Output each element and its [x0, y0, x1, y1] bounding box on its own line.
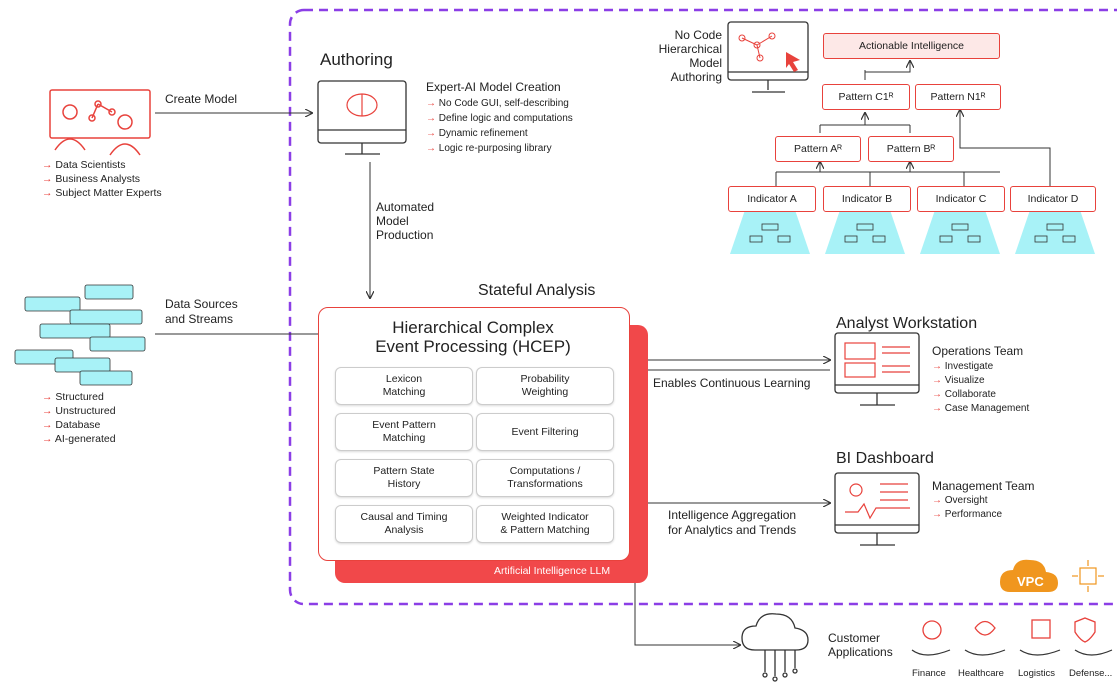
authoring-heading: Expert-AI Model Creation — [426, 80, 561, 94]
node-pattern-c1: Pattern C1ᴿ — [822, 84, 910, 110]
customer-label-1: Customer — [828, 631, 881, 645]
node-pattern-b: Pattern Bᴿ — [868, 136, 954, 162]
nocode-line: Hierarchical — [658, 42, 722, 56]
people-list: Data Scientists Business Analysts Subjec… — [42, 158, 162, 200]
automated-line-2: Model — [376, 214, 409, 228]
list-item: Investigate — [932, 360, 1029, 374]
list-item: Business Analysts — [42, 172, 162, 186]
customer-label-2: Applications — [828, 645, 893, 659]
list-item: No Code GUI, self-describing — [426, 96, 573, 111]
node-pattern-n1: Pattern N1ᴿ — [915, 84, 1001, 110]
industry-healthcare: Healthcare — [958, 668, 1004, 679]
node-indicator-a: Indicator A — [728, 186, 816, 212]
list-item: Oversight — [932, 494, 1002, 508]
list-item: Structured — [42, 390, 116, 404]
box-line: Weighting — [521, 386, 569, 398]
aggregation-label-2: for Analytics and Trends — [668, 523, 797, 537]
list-item: Unstructured — [42, 404, 116, 418]
node-indicator-d: Indicator D — [1010, 186, 1096, 212]
list-item: Visualize — [932, 374, 1029, 388]
analyst-list: Investigate Visualize Collaborate Case M… — [932, 360, 1030, 416]
vpc-label: VPC — [1017, 574, 1044, 589]
box-line: & Pattern Matching — [500, 524, 590, 536]
box-line: Causal and Timing — [360, 511, 448, 523]
industry-finance: Finance — [912, 668, 946, 679]
list-item: Dynamic refinement — [426, 126, 573, 141]
node-actionable-intelligence: Actionable Intelligence — [823, 33, 1000, 59]
nocode-label: No Code Hierarchical Model Authoring — [640, 28, 722, 84]
industry-logistics: Logistics — [1018, 668, 1055, 679]
list-item: Database — [42, 418, 116, 432]
hcep-title-line-2: Event Processing (HCEP) — [375, 337, 571, 356]
list-item: Data Scientists — [42, 158, 162, 172]
bi-list: Oversight Performance — [932, 494, 1002, 522]
box-line: Lexicon — [385, 373, 423, 385]
box-line: Pattern State — [373, 465, 435, 477]
industry-defense: Defense... — [1069, 668, 1113, 679]
hcep-title-line-1: Hierarchical Complex — [392, 318, 554, 337]
nocode-line: Model — [689, 56, 722, 70]
people-icon — [49, 89, 151, 156]
analyst-team: Operations Team — [932, 344, 1024, 358]
list-item: Collaborate — [932, 388, 1029, 402]
data-sources-label-2: and Streams — [165, 312, 234, 326]
aggregation-label-1: Intelligence Aggregation — [668, 508, 797, 522]
box-line: Transformations — [507, 478, 583, 490]
bi-team: Management Team — [932, 479, 1035, 493]
list-item: Performance — [932, 508, 1002, 522]
hcep-box-event-filtering: Event Filtering — [476, 413, 614, 451]
box-line: Matching — [382, 432, 426, 444]
nocode-line: Authoring — [670, 70, 722, 84]
continuous-learning-label: Enables Continuous Learning — [653, 376, 811, 390]
chip-icon — [1072, 560, 1104, 592]
hcep-box-weighted: Weighted Indicator& Pattern Matching — [476, 505, 614, 543]
llm-label: Artificial Intelligence LLM — [494, 565, 611, 577]
data-types-list: Structured Unstructured Database AI-gene… — [42, 390, 116, 446]
analyst-title: Analyst Workstation — [836, 315, 978, 332]
automated-line-1: Automated — [376, 200, 435, 214]
list-item: Case Management — [932, 402, 1030, 416]
list-item: Subject Matter Experts — [42, 186, 161, 200]
authoring-list: No Code GUI, self-describing Define logi… — [426, 96, 573, 156]
bi-title: BI Dashboard — [836, 450, 934, 467]
box-line: Analysis — [384, 524, 424, 536]
box-line: Matching — [382, 386, 426, 398]
box-line: History — [387, 478, 421, 490]
list-item: AI-generated — [42, 432, 116, 446]
list-item: Logic re-purposing library — [426, 141, 573, 156]
stateful-title: Stateful Analysis — [478, 282, 596, 299]
node-indicator-b: Indicator B — [823, 186, 911, 212]
box-line: Event Filtering — [511, 425, 579, 438]
box-line: Weighted Indicator — [501, 511, 589, 523]
box-line: Computations / — [509, 465, 581, 477]
node-pattern-a: Pattern Aᴿ — [775, 136, 861, 162]
nocode-line: No Code — [674, 28, 722, 42]
hcep-title: Hierarchical Complex Event Processing (H… — [318, 318, 628, 356]
automated-line-3: Production — [376, 228, 434, 242]
box-line: Probability — [520, 373, 570, 385]
hcep-box-computations: Computations /Transformations — [476, 459, 614, 497]
authoring-title: Authoring — [320, 50, 393, 69]
vpc-boundary — [288, 8, 1117, 606]
create-model-label: Create Model — [165, 92, 238, 106]
node-indicator-c: Indicator C — [917, 186, 1005, 212]
list-item: Define logic and computations — [426, 111, 573, 126]
data-sources-label-1: Data Sources — [165, 297, 238, 311]
box-line: Event Pattern — [372, 419, 436, 431]
